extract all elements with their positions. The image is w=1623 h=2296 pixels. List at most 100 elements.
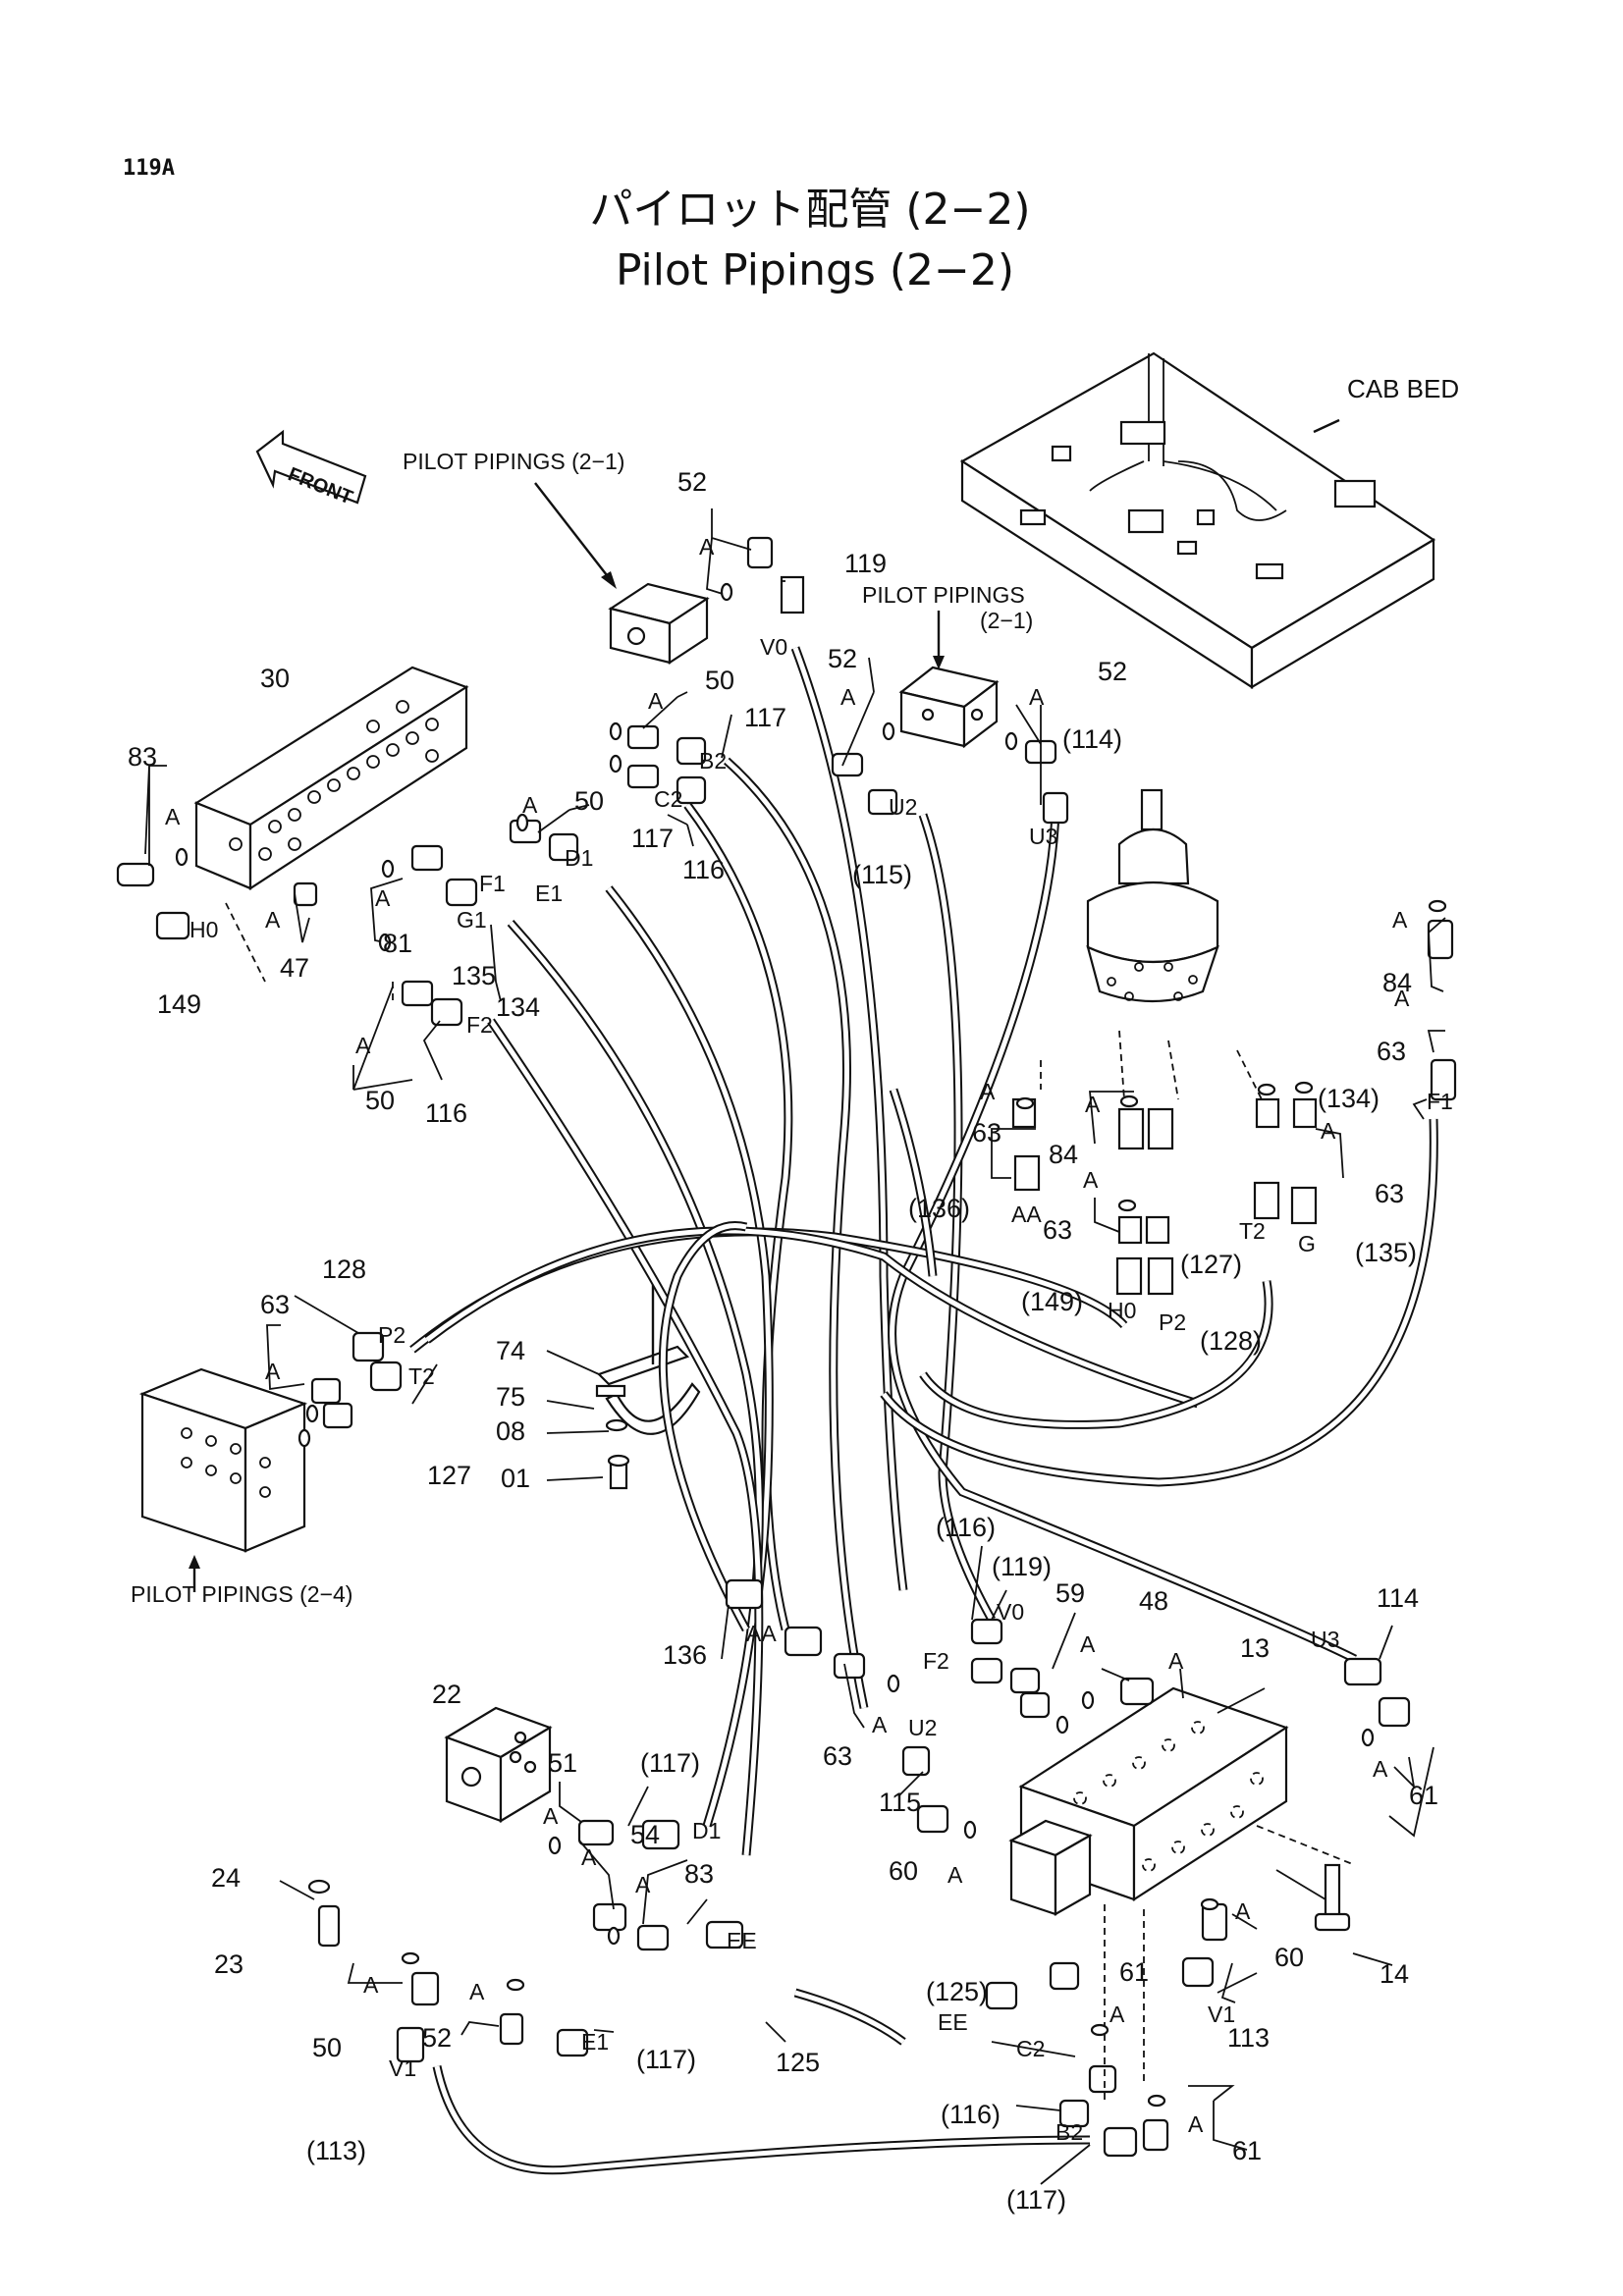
port-label-u2: U2 [908,1715,937,1740]
port-label-d1: D1 [565,845,593,871]
port-label-a: A [1188,2111,1204,2137]
port-label-h0: H0 [189,917,218,942]
port-label-a: A [355,1033,371,1058]
port-label-u3: U3 [1029,824,1057,849]
callout-52: 52 [422,2023,452,2053]
port-labels: A V0 A B2 C2 A A D1 E1 F1 G1 A A H0 A F2… [165,534,1453,2145]
callout-47: 47 [280,953,309,983]
callout-60: 60 [1274,1943,1304,1972]
pilot-block-2-1-top [608,582,710,666]
callout-81: 81 [383,929,412,958]
port-label-f2: F2 [923,1648,949,1674]
port-label-a: A [265,907,281,933]
callout-63: 63 [1043,1215,1072,1245]
callout-113: 113 [1227,2023,1270,2053]
callout-22: 22 [432,1680,461,1709]
port-label-e1: E1 [535,881,563,906]
port-label-a: A [1373,1756,1388,1782]
callout-52: 52 [677,467,707,497]
callout-63: 63 [1377,1037,1406,1066]
callout-134: 134 [496,992,540,1022]
ref-pilot-2-1-top: PILOT PIPINGS (2−1) [403,449,624,474]
port-label-a: A [1109,2002,1125,2027]
callout-84: 84 [1049,1140,1078,1169]
pilot-block-2-1-right [898,666,1000,749]
callout-128: 128 [322,1255,366,1284]
callout-61: 61 [1119,1957,1149,1987]
valve-block-30 [193,666,469,891]
port-label-a: A [699,534,715,560]
port-label-b2: B2 [1055,2119,1083,2145]
callout-52: 52 [828,644,857,673]
port-label-a: A [980,1079,996,1104]
port-label-c2: C2 [654,786,682,812]
port-label-v1: V1 [389,2056,416,2081]
callout-149: 149 [157,989,201,1019]
port-label-a: A [165,804,181,829]
fittings [116,536,1457,2158]
port-label-t2: T2 [408,1363,435,1389]
callout-116: 116 [425,1098,467,1128]
port-label-a: A [1235,1898,1251,1924]
pilot-block-2-4 [138,1367,308,1553]
cab-bed-label: CAB BED [1347,374,1459,403]
callout-63: 63 [972,1118,1001,1148]
port-label-f1: F1 [479,871,506,896]
port-label-a: A [581,1844,597,1870]
callout-83: 83 [684,1859,714,1889]
callout-149p: (149) [1021,1287,1083,1316]
callout-117: 117 [744,703,786,732]
callout-117p: (117) [640,1748,700,1778]
port-label-a: A [1394,986,1410,1011]
port-label-a: A [635,1872,651,1897]
callout-08: 08 [496,1416,525,1446]
port-label-d1: D1 [692,1818,721,1843]
ref-pilot-2-1-right-a: PILOT PIPINGS [862,582,1025,608]
callout-135p: (135) [1355,1238,1417,1267]
callout-50: 50 [574,786,604,816]
valve-block-22 [444,1706,553,1823]
callout-52: 52 [1098,657,1127,686]
o-rings [175,582,1447,2108]
callout-60: 60 [889,1856,918,1886]
port-label-u2: U2 [889,794,917,820]
front-arrow-icon: FRONT [255,429,367,508]
port-label-p2: P2 [1159,1309,1186,1335]
port-label-a: A [469,1979,485,2004]
callout-48: 48 [1139,1586,1168,1616]
port-label-a: A [1392,907,1408,933]
callout-23: 23 [214,1949,243,1979]
callout-114p: (114) [1062,724,1122,754]
callout-117p: (117) [1006,2185,1066,2215]
callout-113p: (113) [306,2136,366,2165]
callout-117: 117 [631,824,674,853]
port-label-v0: V0 [997,1599,1024,1625]
port-label-a: A [1083,1167,1099,1193]
callout-116p: (116) [936,1513,996,1542]
callout-50: 50 [705,666,734,695]
port-label-u3: U3 [1311,1627,1339,1652]
callout-119: 119 [844,549,887,578]
callout-84: 84 [1382,968,1412,997]
callout-59: 59 [1055,1578,1085,1608]
clamp-assembly [595,1276,701,1490]
callout-125p: (125) [926,1977,988,2006]
pilot-hoses [409,646,1438,2175]
callout-61: 61 [1409,1781,1438,1810]
callout-125: 125 [776,2048,820,2077]
port-label-g1: G1 [457,907,487,933]
callout-116: 116 [682,855,725,884]
cab-bed [959,351,1436,690]
pilot-control-valve [1086,788,1219,1003]
port-label-f2: F2 [466,1012,493,1038]
callout-115p: (115) [852,860,912,889]
port-label-a: A [1168,1648,1184,1674]
callout-30: 30 [260,664,290,693]
port-label-a: A [1321,1118,1336,1144]
port-label-ee: EE [938,2009,968,2035]
port-label-a: A [648,688,664,714]
title-japanese: パイロット配管 (2−2) [589,185,1030,235]
port-label-a: A [543,1803,559,1829]
page-number: 119A [123,156,175,181]
